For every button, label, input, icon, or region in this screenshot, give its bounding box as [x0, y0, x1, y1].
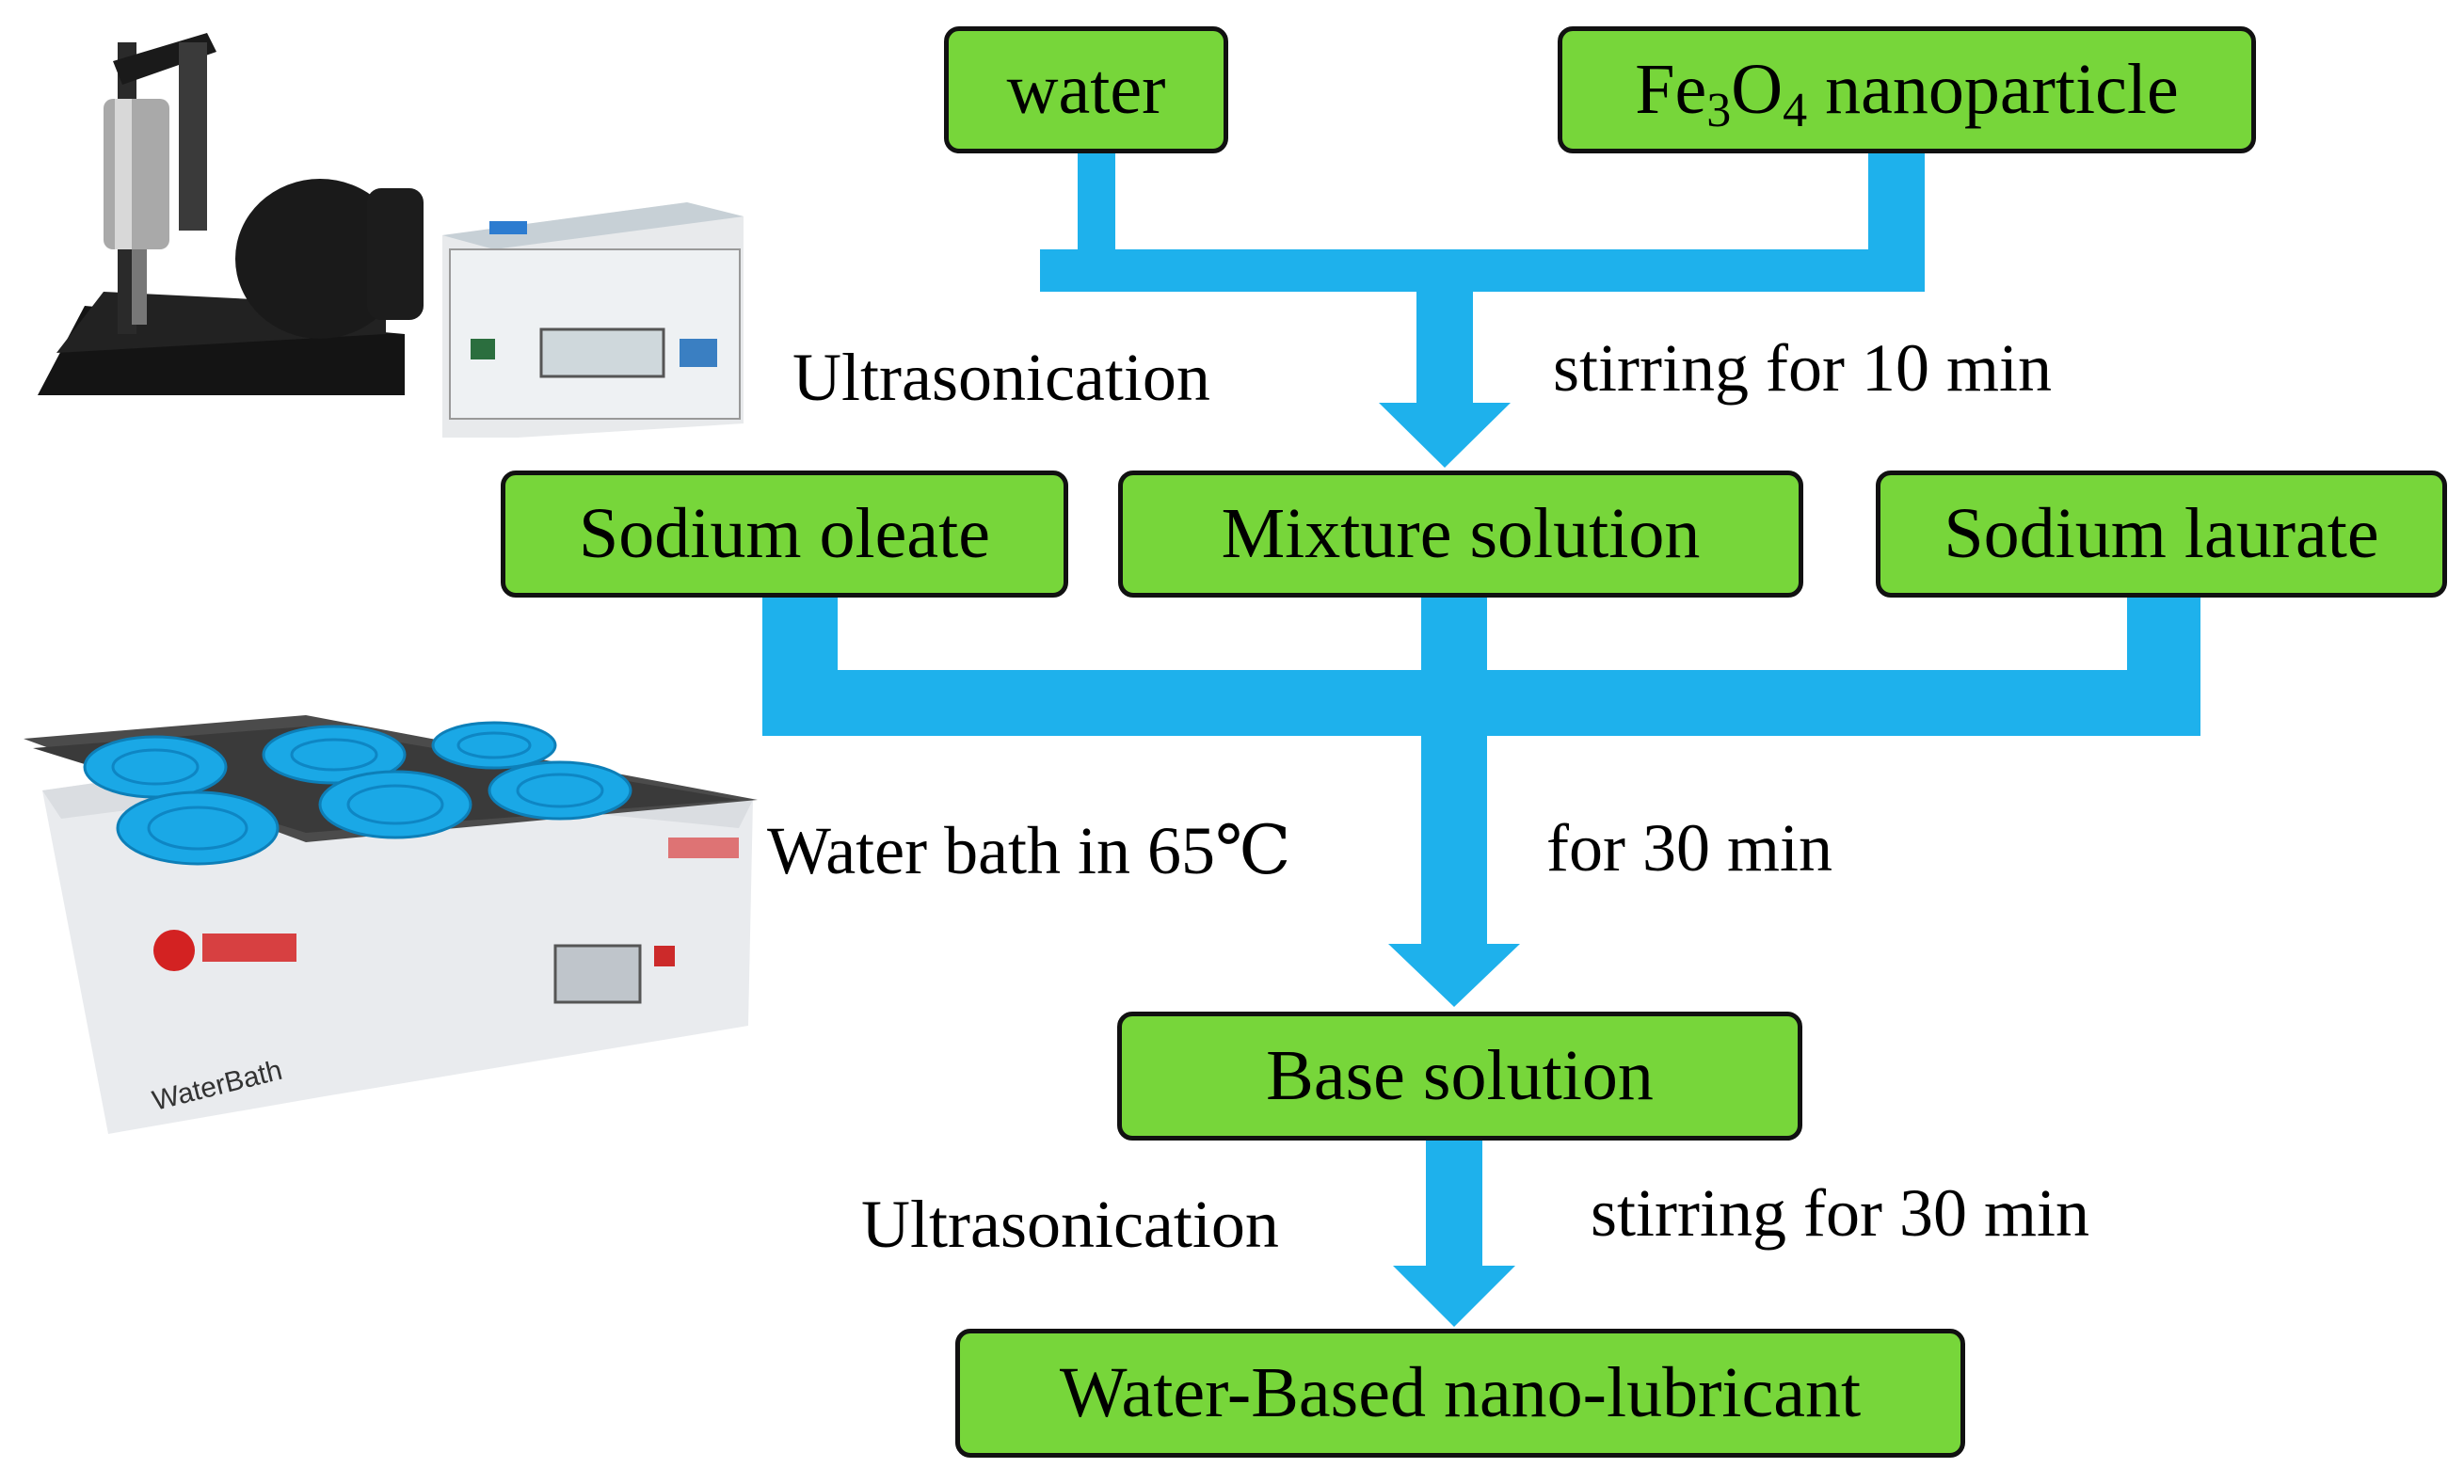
box-sodium-oleate-label: Sodium oleate [579, 494, 990, 573]
label-stirring-30-min: stirring for 30 min [1591, 1175, 2089, 1251]
label-water-bath: Water bath in 65℃ [767, 813, 1291, 888]
box-sodium-laurate: Sodium laurate [1876, 471, 2447, 598]
arrow-to-final [1393, 1266, 1515, 1327]
box-mixture-solution: Mixture solution [1118, 471, 1803, 598]
water-bath-photo: WaterBath [24, 715, 758, 1134]
box-final-product: Water-Based nano-lubricant [955, 1329, 1965, 1458]
box-fe3o4-nanoparticle: Fe3O4 nanoparticle [1558, 26, 2256, 153]
arrow-to-mixture [1379, 403, 1511, 468]
connector-base-stem [1426, 1139, 1482, 1275]
label-for-30-min: for 30 min [1546, 810, 1832, 886]
connector-mid-stem [1421, 670, 1487, 952]
box-base-solution-label: Base solution [1266, 1036, 1654, 1115]
connector-top-bar [1040, 249, 1925, 292]
box-base-solution: Base solution [1117, 1012, 1802, 1141]
connector-top-stem [1416, 249, 1473, 409]
ultrasonicator-photo [38, 33, 744, 438]
box-water: water [944, 26, 1228, 153]
box-sodium-laurate-label: Sodium laurate [1944, 494, 2379, 573]
label-ultrasonication-2: Ultrasonication [861, 1187, 1279, 1262]
box-fe3o4-label: Fe3O4 nanoparticle [1635, 50, 2179, 137]
box-water-label: water [1006, 50, 1166, 129]
box-sodium-oleate: Sodium oleate [501, 471, 1068, 598]
box-mixture-solution-label: Mixture solution [1221, 494, 1701, 573]
label-stirring-10-min: stirring for 10 min [1553, 330, 2052, 406]
arrow-to-base [1388, 944, 1520, 1007]
label-ultrasonication-1: Ultrasonication [792, 340, 1210, 415]
box-final-product-label: Water-Based nano-lubricant [1059, 1353, 1862, 1432]
